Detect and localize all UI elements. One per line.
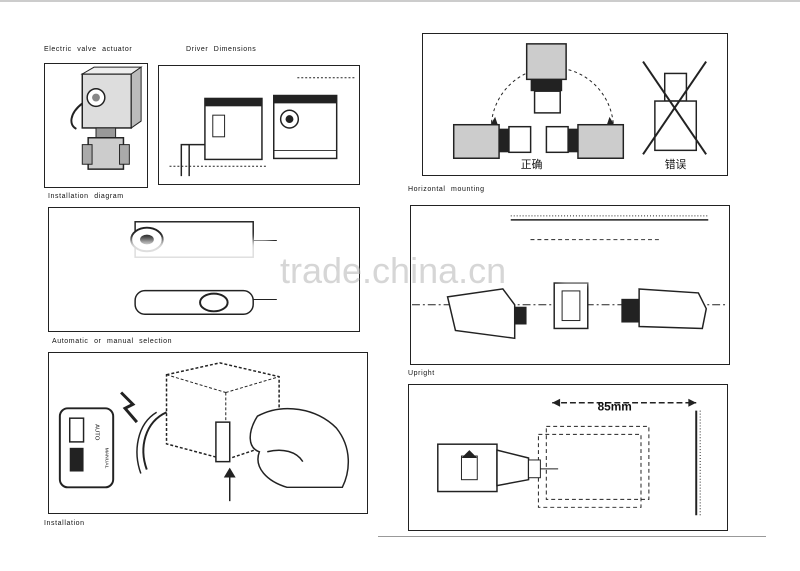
distance-drawing: 85mm xyxy=(437,398,701,516)
panel-distance: 85mm xyxy=(408,384,728,531)
horizontal-mounting-drawing: 正确 错误 xyxy=(452,43,707,171)
top-rule xyxy=(0,0,800,2)
correct-label: 正确 xyxy=(521,158,543,171)
auto-label: AUTO xyxy=(93,424,99,441)
panel-driver-dimensions xyxy=(158,65,360,185)
caption-upright: Upright xyxy=(408,370,435,377)
caption-electric-valve-actuator: Electric valve actuator xyxy=(44,46,133,53)
upright-drawing xyxy=(412,215,728,340)
caption-installation-diagram: Installation diagram xyxy=(48,193,124,200)
dimensions-drawing xyxy=(169,77,357,177)
caption-driver-dimensions: Driver Dimensions xyxy=(186,46,257,53)
actuator-drawing xyxy=(70,66,143,170)
caption-horizontal-mounting: Horizontal mounting xyxy=(408,186,485,193)
panel-actuator-photo xyxy=(44,63,148,188)
panel-installation: AUTO MANUAL xyxy=(48,352,368,514)
wrong-label: 错误 xyxy=(665,157,687,171)
bottom-rule xyxy=(378,536,766,537)
panel-horizontal-mounting: 正确 错误 xyxy=(422,33,728,176)
distance-label: 85mm xyxy=(598,400,632,414)
panel-upright xyxy=(410,205,730,365)
caption-automatic-or-manual: Automatic or manual selection xyxy=(52,338,173,345)
installation-drawing: AUTO MANUAL xyxy=(58,362,350,502)
watermark: trade.china.cn xyxy=(280,250,507,291)
watermark-blur-right xyxy=(560,244,720,282)
watermark-blur-left xyxy=(110,240,270,278)
caption-installation: Installation xyxy=(44,520,85,527)
manual-label: MANUAL xyxy=(103,448,109,469)
